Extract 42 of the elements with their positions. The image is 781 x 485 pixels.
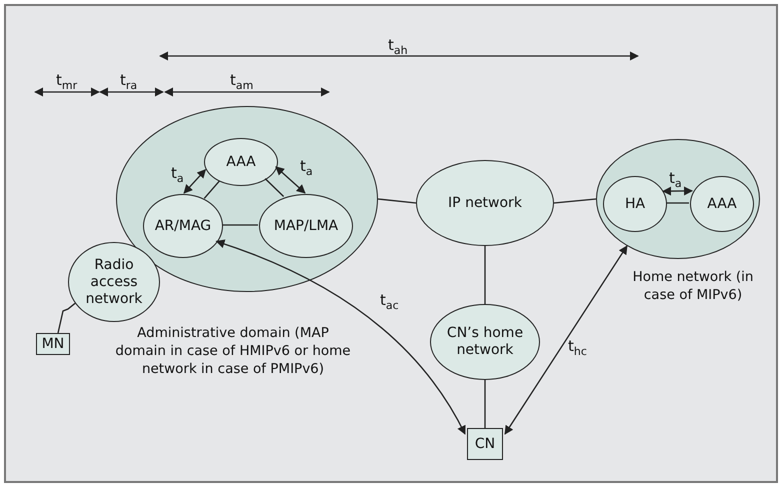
network-ellipse (259, 194, 353, 258)
domain-caption: Administrative domain (MAP domain in case of HMIPv6 or home network in case of PMIPv6) (114, 324, 352, 378)
double-arrow (183, 168, 206, 194)
node-label: Radio access network (84, 256, 144, 308)
timing-label: t$_{ah}$ (388, 37, 408, 53)
network-ellipse (143, 194, 223, 258)
node-label: AAA (226, 154, 256, 170)
node-label: CN’s home network (446, 325, 524, 359)
node-label: MAP/LMA (274, 218, 338, 234)
node-box (36, 333, 70, 355)
double-arrow (275, 166, 306, 194)
double-arrow (216, 240, 466, 435)
double-arrow (662, 186, 694, 196)
double-arrow (504, 245, 628, 435)
connector-line (484, 380, 486, 428)
edge-label: t$_{a}$ (669, 170, 682, 186)
connector-line (222, 224, 258, 226)
node-label: CN (474, 436, 496, 452)
node-box (467, 428, 503, 460)
edge-label: t$_{hc}$ (568, 338, 587, 354)
edge-label: t$_{a}$ (171, 165, 184, 181)
network-ellipse (204, 138, 278, 186)
domain-caption: Home network (in case of MIPv6) (632, 268, 754, 304)
node-label: IP network (448, 194, 522, 212)
connector-line (57, 302, 76, 334)
connector-line (378, 198, 416, 204)
connector-line (484, 246, 486, 304)
timing-label: t$_{am}$ (230, 72, 254, 88)
connector-line (666, 202, 689, 204)
timing-label: t$_{ra}$ (120, 72, 138, 88)
node-label: AR/MAG (154, 218, 212, 234)
connector-line (264, 178, 284, 197)
edge-label: t$_{a}$ (300, 158, 313, 174)
edge-label: t$_{ac}$ (380, 292, 399, 308)
node-label: AAA (707, 196, 737, 212)
node-label: HA (624, 196, 646, 212)
connector-line (204, 180, 220, 199)
network-ellipse (603, 176, 667, 232)
network-ellipse (690, 176, 754, 232)
connector-line (554, 198, 596, 204)
timing-label: t$_{mr}$ (56, 72, 78, 88)
node-label: MN (42, 336, 64, 352)
